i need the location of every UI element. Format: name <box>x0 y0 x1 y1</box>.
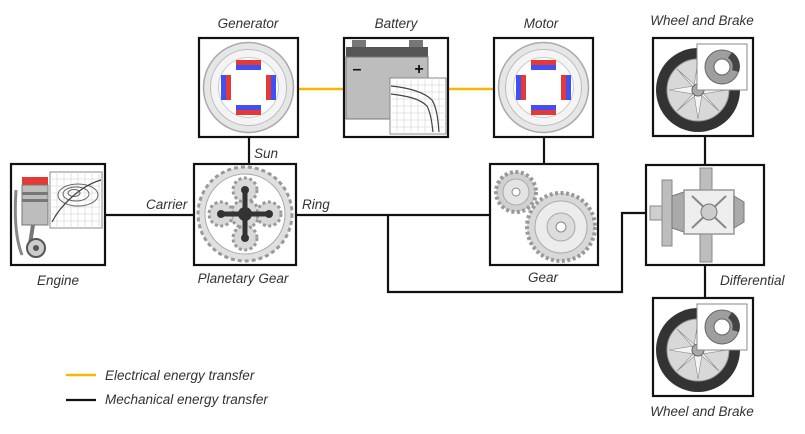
planetary-gear-icon <box>196 165 294 263</box>
motor-label: Motor <box>524 16 559 31</box>
legend: Electrical energy transfer Mechanical en… <box>66 368 268 407</box>
gear-icon <box>494 170 597 263</box>
wheel-bottom-block <box>651 296 755 398</box>
planetary-gear-block <box>192 162 298 267</box>
wheel-bottom-label: Wheel and Brake <box>650 404 754 419</box>
wheel-brake-icon <box>656 43 748 132</box>
wheel-top-label: Wheel and Brake <box>650 13 754 28</box>
ring-differential-link <box>386 211 646 294</box>
mechanical-links <box>105 136 707 298</box>
legend-electrical-label: Electrical energy transfer <box>105 368 255 383</box>
generator-icon <box>202 41 295 134</box>
gear-block <box>488 162 600 267</box>
motor-icon <box>497 41 590 134</box>
legend-mechanical-label: Mechanical energy transfer <box>105 392 268 407</box>
ring-label: Ring <box>302 197 330 212</box>
differential-icon <box>649 167 745 263</box>
differential-label: Differential <box>720 273 786 288</box>
battery-minus-sign: – <box>353 61 362 78</box>
carrier-label: Carrier <box>146 197 188 212</box>
engine-block <box>9 162 107 267</box>
battery-label: Battery <box>375 16 419 31</box>
wheel-top-block <box>651 36 755 138</box>
sun-label: Sun <box>254 146 278 161</box>
battery-icon: – + <box>345 40 447 135</box>
motor-block <box>492 36 595 139</box>
planetary-gear-label: Planetary Gear <box>198 271 289 286</box>
gear-label: Gear <box>528 270 559 285</box>
generator-label: Generator <box>218 16 279 31</box>
wheel-brake-icon <box>656 303 748 392</box>
generator-block <box>197 36 300 139</box>
battery-block: – + <box>342 36 450 139</box>
battery-plus-sign: + <box>414 61 423 78</box>
engine-icon <box>13 171 103 258</box>
engine-label: Engine <box>37 273 79 288</box>
differential-block <box>644 163 766 267</box>
